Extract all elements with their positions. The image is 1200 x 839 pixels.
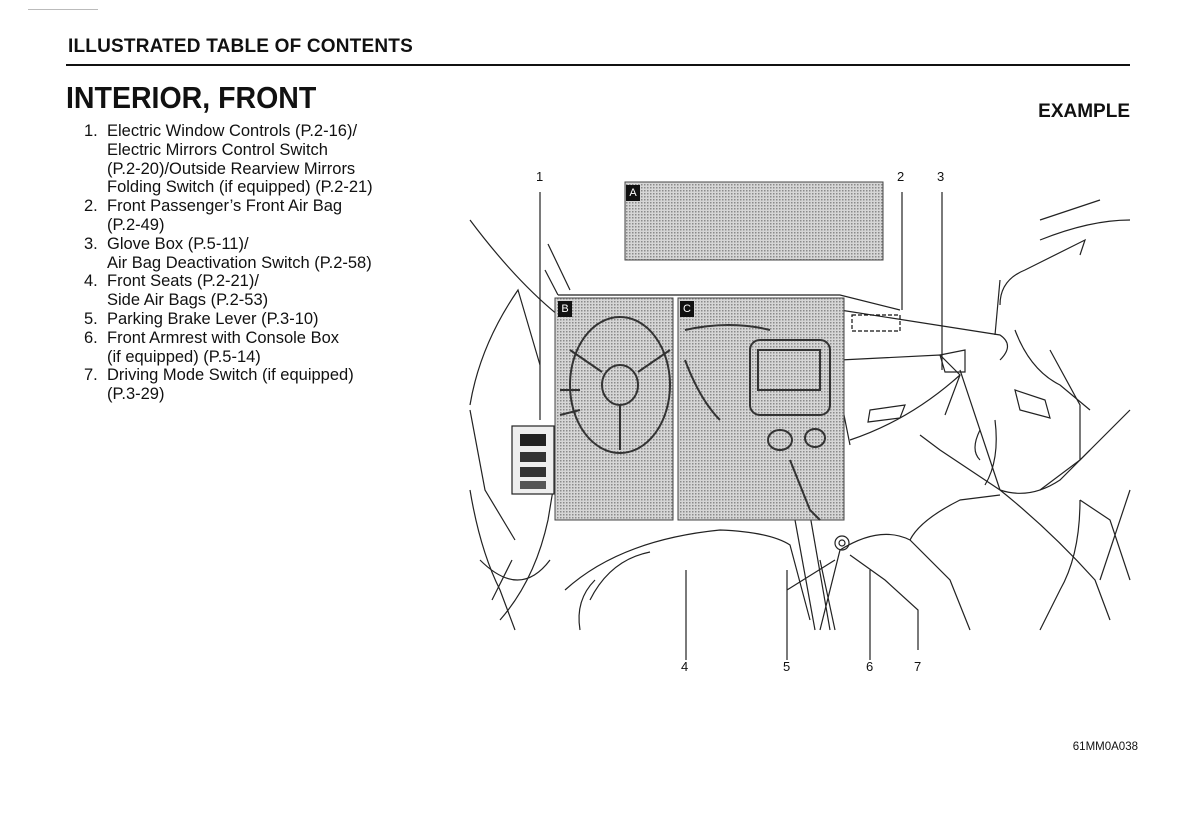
inset-tag-a: A xyxy=(626,185,640,201)
callout-5: 5 xyxy=(783,659,791,674)
list-item: 4. Front Seats (P.2-21)/ Side Air Bags (P… xyxy=(84,272,424,310)
section-header: ILLUSTRATED TABLE OF CONTENTS xyxy=(68,36,413,57)
contents-list: 1. Electric Window Controls (P.2-16)/ Ele… xyxy=(84,122,424,404)
item-number: 3. xyxy=(84,234,98,253)
figure-code: 61MM0A038 xyxy=(1072,741,1138,753)
interior-illustration: 1 2 3 4 5 6 7 A B C xyxy=(440,160,1140,690)
inset-tag-b: B xyxy=(558,301,572,317)
list-item: 6. Front Armrest with Console Box (if equ… xyxy=(84,329,424,367)
item-text: Parking Brake Lever (P.3-10) xyxy=(107,309,319,328)
interior-line-drawing xyxy=(469,181,1131,660)
item-text: Front Armrest with Console Box (if equip… xyxy=(107,328,339,366)
callout-2: 2 xyxy=(897,169,905,184)
inset-tag-c: C xyxy=(680,301,694,317)
item-number: 1. xyxy=(84,122,98,140)
list-item: 1. Electric Window Controls (P.2-16)/ Ele… xyxy=(84,122,424,197)
list-item: 5. Parking Brake Lever (P.3-10) xyxy=(84,310,424,329)
callout-4: 4 xyxy=(681,659,689,674)
item-number: 5. xyxy=(84,309,98,328)
page-title: INTERIOR, FRONT xyxy=(66,80,317,115)
item-text: Driving Mode Switch (if equipped) (P.3-2… xyxy=(107,366,354,404)
item-text: Front Passenger’s Front Air Bag (P.2-49) xyxy=(107,197,343,234)
item-number: 7. xyxy=(84,366,98,385)
callout-6: 6 xyxy=(866,659,874,674)
callout-7: 7 xyxy=(914,659,922,674)
callout-3: 3 xyxy=(937,169,945,184)
example-label: EXAMPLE xyxy=(1038,101,1130,122)
item-text: Front Seats (P.2-21)/ Side Air Bags (P.2… xyxy=(107,272,269,310)
list-item: 2. Front Passenger’s Front Air Bag (P.2-4… xyxy=(84,197,424,235)
callout-1: 1 xyxy=(536,169,544,184)
list-item: 3. Glove Box (P.5-11)/ Air Bag Deactivati… xyxy=(84,235,424,273)
item-number: 6. xyxy=(84,328,98,347)
item-number: 4. xyxy=(84,272,98,291)
item-text: Glove Box (P.5-11)/ Air Bag Deactivation… xyxy=(107,234,372,272)
item-text: Electric Window Controls (P.2-16)/ Elect… xyxy=(107,122,373,197)
item-number: 2. xyxy=(84,197,98,216)
header-divider xyxy=(66,64,1130,66)
list-item: 7. Driving Mode Switch (if equipped) (P.3… xyxy=(84,366,424,404)
corner-rule xyxy=(28,9,98,10)
